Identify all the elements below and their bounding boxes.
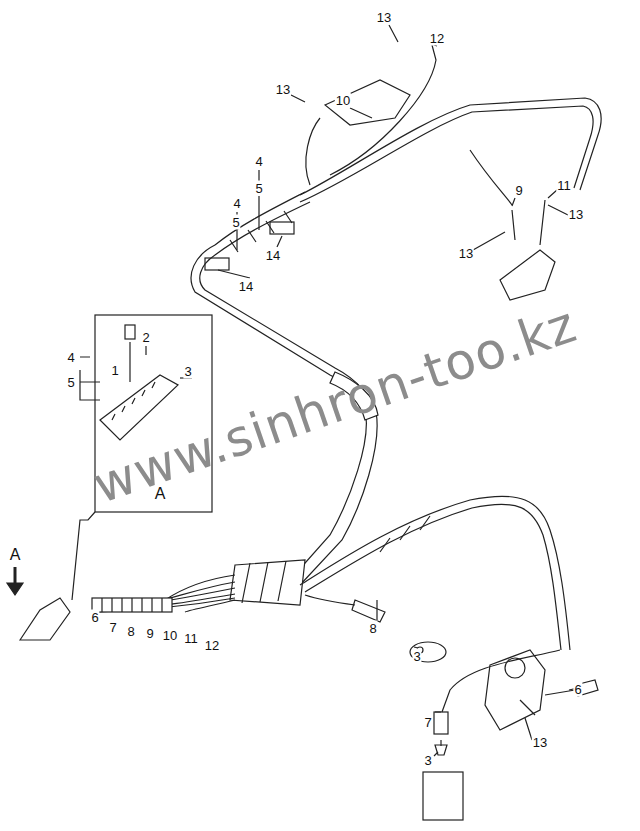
callout-number: 7 bbox=[108, 620, 117, 635]
callout-number: 14 bbox=[238, 279, 254, 294]
callout-number: 12 bbox=[204, 638, 220, 653]
callout-number: 5 bbox=[231, 215, 240, 230]
callout-number: 13 bbox=[568, 207, 584, 222]
callout-number: 8 bbox=[126, 624, 135, 639]
callout-number: 13 bbox=[458, 246, 474, 261]
callout-number: 14 bbox=[265, 248, 281, 263]
callout-number: 10 bbox=[335, 93, 351, 108]
callout-number: 13 bbox=[275, 82, 291, 97]
callout-number: 5 bbox=[254, 181, 263, 196]
callout-number: 6 bbox=[573, 682, 582, 697]
callout-number: 12 bbox=[429, 31, 445, 46]
callout-number: 2 bbox=[141, 330, 150, 345]
callout-number: 4 bbox=[66, 350, 75, 365]
callout-number: 7 bbox=[423, 715, 432, 730]
callout-number: 5 bbox=[66, 375, 75, 390]
callout-number: 11 bbox=[556, 178, 572, 193]
callout-number: 1 bbox=[110, 363, 119, 378]
callout-number: 9 bbox=[145, 626, 154, 641]
callout-number: 3 bbox=[423, 753, 432, 768]
callout-number: 11 bbox=[183, 631, 199, 646]
callout-number: 3 bbox=[412, 649, 421, 664]
callout-number: A bbox=[9, 546, 22, 564]
callout-number: 8 bbox=[368, 621, 377, 636]
watermark: www.sinhron-too.kz bbox=[86, 298, 583, 513]
callout-number: 10 bbox=[162, 628, 178, 643]
callout-number: 13 bbox=[376, 10, 392, 25]
callout-number: 4 bbox=[232, 196, 241, 211]
callout-number: 4 bbox=[254, 154, 263, 169]
callout-number: 3 bbox=[183, 364, 192, 379]
callout-number: 6 bbox=[90, 610, 99, 625]
callout-number: 9 bbox=[514, 183, 523, 198]
callout-number: 13 bbox=[532, 735, 548, 750]
